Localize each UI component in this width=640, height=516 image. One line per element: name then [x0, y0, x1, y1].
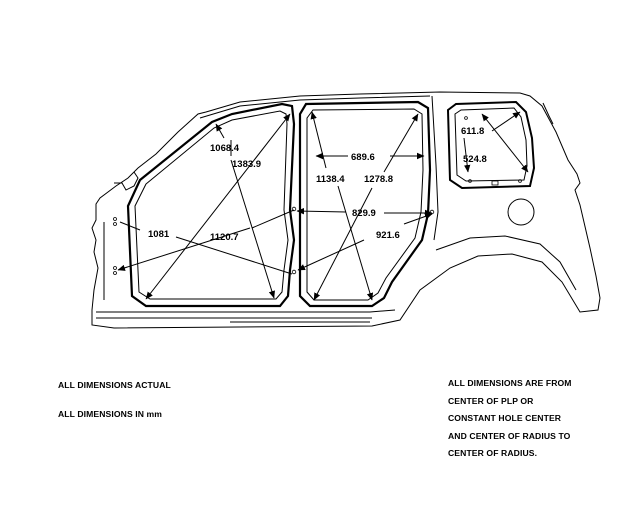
dim-label-524: 524.8 — [463, 154, 487, 165]
dim-label-829: 829.9 — [352, 208, 376, 219]
note-line-5: CENTER OF RADIUS. — [448, 448, 538, 458]
dim-line-921b — [403, 213, 433, 225]
dim-label-921: 921.6 — [376, 230, 400, 241]
note-line-1: ALL DIMENSIONS ARE FROM — [448, 378, 572, 388]
dim-line-1120-right — [251, 209, 295, 229]
dim-line-829 — [296, 207, 347, 215]
dim-line-1138b — [337, 185, 374, 301]
note-actual: ALL DIMENSIONS ACTUAL — [58, 380, 171, 390]
note-line-4: AND CENTER OF RADIUS TO — [448, 430, 571, 441]
dim-label-611: 611.8 — [461, 126, 484, 137]
dim-line-524 — [481, 113, 529, 173]
rear-door-opening — [298, 100, 432, 308]
dim-label-1278: 1278.8 — [364, 174, 393, 185]
dim-label-1081: 1081 — [148, 229, 170, 240]
hole-markers — [113, 116, 522, 275]
dim-line-1081 — [119, 221, 141, 231]
note-line-2: CENTER OF PLP OR — [448, 395, 534, 406]
dim-label-1138: 1138.4 — [316, 174, 345, 185]
dim-label-1383: 1383.9 — [232, 159, 261, 170]
dim-label-1068: 1068.4 — [210, 143, 240, 154]
dim-label-1120: 1120.7 — [210, 232, 239, 243]
dim-label-689: 689.6 — [351, 152, 375, 163]
dim-line-611 — [463, 137, 471, 173]
body-side-diagram: 1068.4 1383.9 1081 1120.7 689.6 1138.4 1… — [91, 91, 601, 329]
quarter-window — [446, 100, 536, 190]
dim-line-1120 — [145, 113, 291, 300]
note-units: ALL DIMENSIONS IN mm — [58, 408, 163, 419]
fuel-door — [507, 198, 535, 226]
dim-line-1120-left — [117, 227, 251, 271]
notes-left: ALL DIMENSIONS ACTUAL ALL DIMENSIONS IN … — [58, 377, 171, 423]
dim-line-1138 — [310, 111, 327, 169]
dim-line-611b — [491, 111, 521, 132]
dim-line-921 — [297, 239, 365, 271]
dim-line-1068 — [215, 123, 225, 139]
dim-line-1278 — [383, 113, 419, 173]
body-outline — [91, 91, 601, 329]
front-door-opening — [126, 102, 296, 308]
note-line-3: CONSTANT HOLE CENTER — [448, 413, 562, 423]
notes-right: ALL DIMENSIONS ARE FROM CENTER OF PLP OR… — [448, 375, 572, 463]
dim-line-1278b — [313, 187, 373, 301]
